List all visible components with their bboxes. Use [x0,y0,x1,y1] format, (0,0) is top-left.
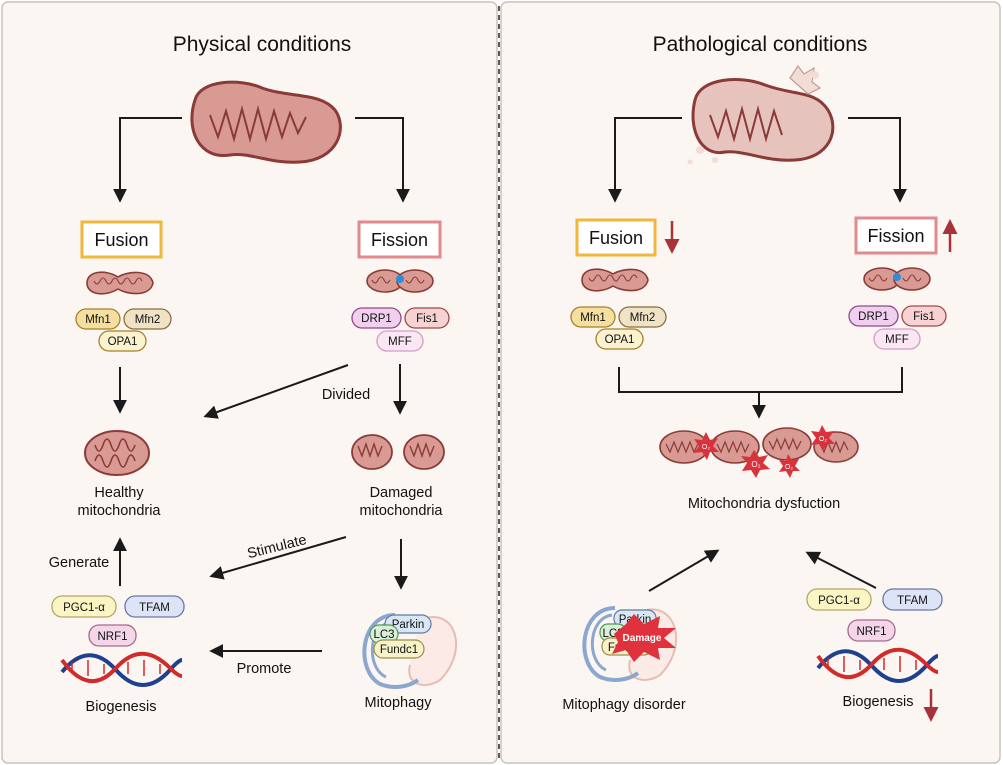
protein-pgc1a: PGC1-α [63,602,105,614]
generate-label: Generate [49,555,109,571]
protein-pgc1a-right: PGC1-α [818,595,860,607]
protein-pill [618,306,667,328]
divided-label: Divided [322,387,370,403]
protein-pill [901,305,947,327]
protein-pill [51,595,117,618]
dna-helix-icon [60,651,183,687]
protein-mff-right: MFF [885,334,909,346]
left-title: Physical conditions [173,33,352,56]
arrow-to-fusion-right [608,117,682,203]
protein-nrf1-right: NRF1 [856,626,886,638]
protein-fundc1: Fundc1 [380,644,418,656]
mitochondrion-large-left [190,80,342,164]
protein-pill [376,330,424,352]
protein-pill [873,328,921,350]
dividing-mitochondria-icon [366,269,434,293]
dna-helix-icon-right [816,647,939,683]
protein-pill [806,588,872,611]
ros-label: O₂ [702,444,710,451]
biogenesis-label: Biogenesis [86,699,157,715]
protein-tfam-right: TFAM [897,595,928,607]
protein-pill [351,307,402,329]
dividing-mitochondria-icon-right [863,267,931,291]
healthy-label-line2: mitochondria [77,503,161,519]
fission-label-right: Fission [867,226,924,246]
protein-pill [848,305,899,327]
fission-box [357,220,442,259]
mitochondrion-damaged-large [687,64,835,165]
protein-pill [88,624,137,647]
protein-fis1-right: Fis1 [913,311,935,323]
protein-mfn2: Mfn2 [135,314,161,326]
ros-label: O₂ [819,436,827,443]
protein-opa1-right: OPA1 [605,334,635,346]
fusion-box [80,220,163,259]
protein-mff: MFF [388,336,412,348]
arrow-to-fission [355,117,410,203]
biogenesis-label-right: Biogenesis [843,694,914,710]
healthy-label-line1: Healthy [94,485,144,501]
right-panel [500,1,1001,764]
protein-drp1: DRP1 [361,313,392,325]
protein-pill [124,595,185,618]
damage-burst-icon [612,614,676,662]
fusion-label-right: Fusion [589,228,643,248]
protein-pill [123,308,172,330]
ros-label: O₂ [785,464,793,471]
protein-opa1: OPA1 [108,336,138,348]
arrow-fission-to-healthy [203,364,349,419]
arrow-to-fusion [113,117,182,203]
ros-label: O₂ [751,460,760,469]
protein-pill [570,306,616,328]
fission-label: Fission [371,230,428,250]
dysfunction-label: Mitochondria dysfuction [688,496,840,512]
protein-lc3: LC3 [373,629,394,641]
protein-drp1-right: DRP1 [858,311,889,323]
merge-connector [618,367,903,393]
protein-tfam: TFAM [139,602,170,614]
protein-pill [404,307,450,329]
healthy-mitochondrion-icon [84,430,150,476]
mitophagy-label: Mitophagy [365,695,433,711]
fission-box-right [854,216,938,255]
damaged-label-line1: Damaged [370,485,433,501]
arrow-stimulate [209,536,347,580]
protein-pill [847,619,896,642]
arrow-mitophagy-disorder [648,549,720,592]
fusion-box-right [575,218,657,257]
protein-pill [595,328,644,350]
mitophagy-icon [362,613,457,689]
fusing-mitochondria-icon [86,271,154,295]
damaged-mitochondria-icon [351,434,445,470]
protein-pill [373,639,425,659]
fusion-label: Fusion [94,230,148,250]
protein-mfn1: Mfn1 [85,314,111,326]
protein-pill [75,308,121,330]
protein-mfn1-right: Mfn1 [580,312,606,324]
mitophagy-disorder-label: Mitophagy disorder [562,697,685,713]
protein-mfn2-right: Mfn2 [630,312,656,324]
protein-pill [882,588,943,611]
ros-star-icon [694,425,835,478]
protein-fis1: Fis1 [416,313,438,325]
promote-label: Promote [237,661,292,677]
arrow-biogenesis-decrease [805,551,877,589]
damage-label: Damage [623,633,662,644]
protein-parkin: Parkin [392,619,425,631]
protein-nrf1: NRF1 [97,631,127,643]
right-title: Pathological conditions [653,33,868,56]
protein-pill [98,330,147,352]
dysfunctional-mitochondria-icon [659,427,859,464]
arrow-to-fission-right [848,117,907,203]
damaged-label-line2: mitochondria [359,503,443,519]
fusing-mitochondria-icon-right [581,268,649,292]
